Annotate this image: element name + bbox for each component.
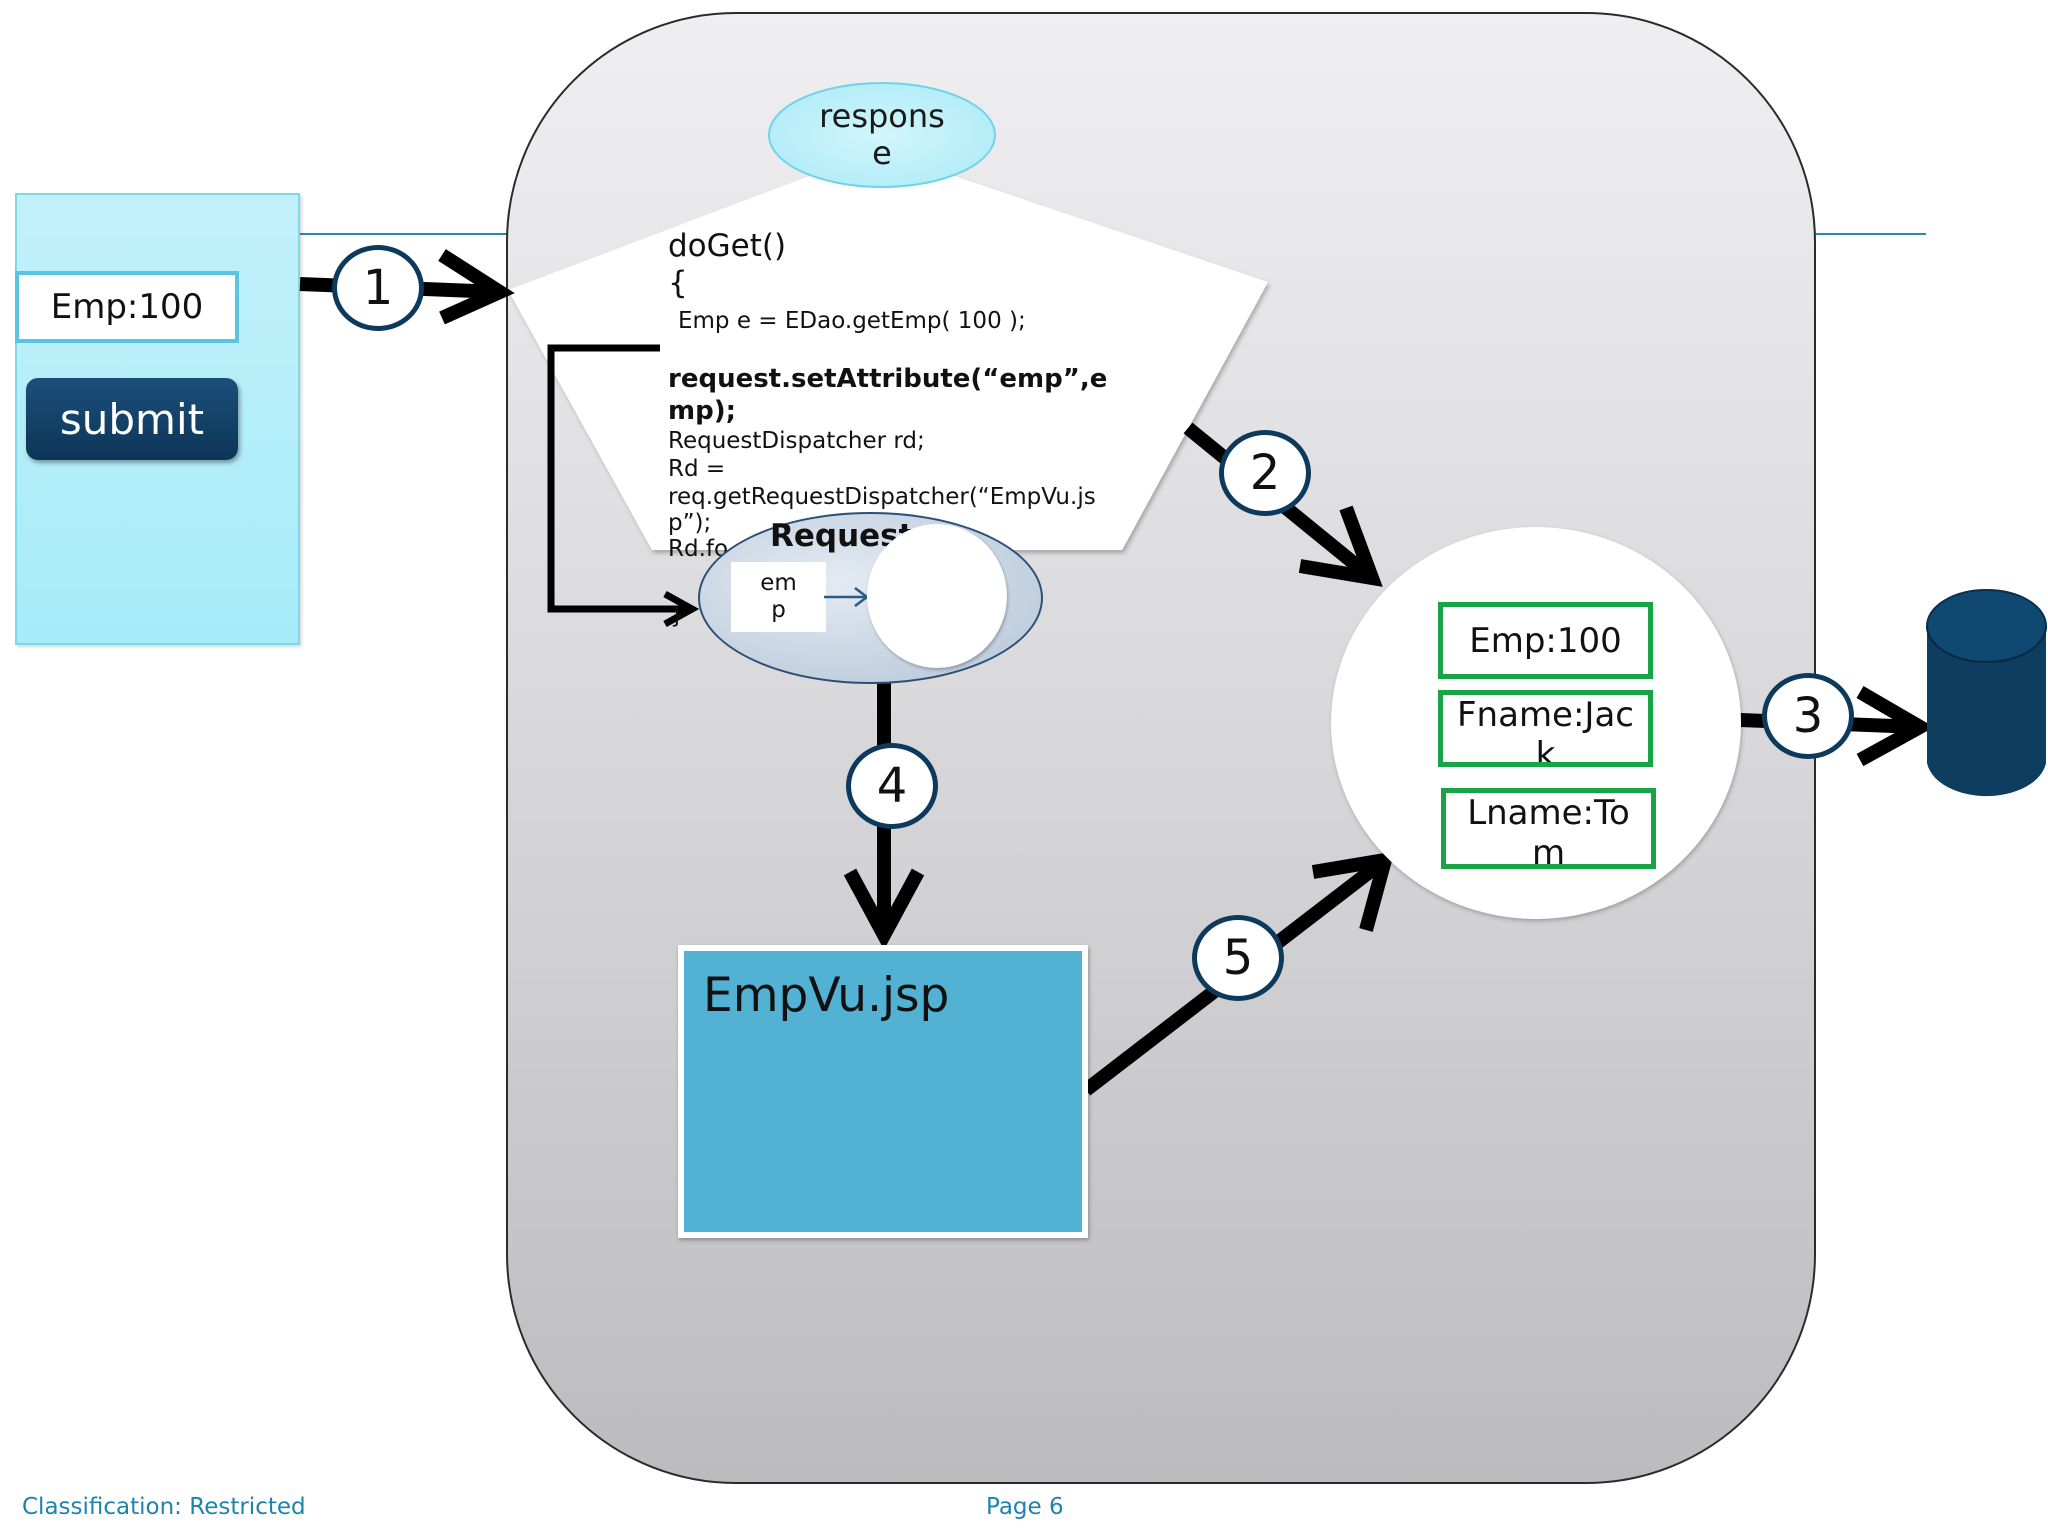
step-1-marker: 1 <box>332 245 424 331</box>
code-line-dispatcher-decl: RequestDispatcher rd; <box>668 428 925 454</box>
code-line-setattribute: request.setAttribute(“emp”,e <box>668 364 1108 394</box>
classification-footer: Classification: Restricted <box>22 1494 306 1520</box>
emp-input-field[interactable]: Emp:100 <box>15 271 239 343</box>
code-line-close: } <box>670 604 684 629</box>
fname-field: Fname:Jack <box>1438 690 1653 767</box>
page-number: Page 6 <box>986 1494 1064 1520</box>
emp-attribute-box: emp <box>731 562 826 632</box>
step-5-marker: 5 <box>1192 915 1284 1001</box>
code-line-getemp: Emp e = EDao.getEmp( 100 ); <box>678 308 1026 334</box>
database-icon <box>1926 589 2047 797</box>
response-label: response <box>819 97 945 172</box>
set-attribute-arrow <box>547 344 700 628</box>
code-line-setattribute-cont: mp); <box>668 396 736 426</box>
emp-attribute-label: emp <box>760 570 797 623</box>
step-4-marker: 4 <box>846 743 938 829</box>
submit-button[interactable]: submit <box>26 378 238 460</box>
code-line-doget: doGet() <box>668 228 787 264</box>
step-3-marker: 3 <box>1762 673 1854 759</box>
code-line-brace: { <box>668 265 688 301</box>
servlet-pentagon <box>508 150 1268 550</box>
lname-field: Lname:Tom <box>1441 788 1656 869</box>
response-object: response <box>768 82 996 188</box>
reference-circle <box>867 524 1007 668</box>
emp-id-field: Emp:100 <box>1438 602 1653 679</box>
step-2-marker: 2 <box>1219 430 1311 516</box>
empvu-jsp-label: EmpVu.jsp <box>703 968 950 1023</box>
code-line-getdispatcher: req.getRequestDispatcher(“EmpVu.js <box>668 484 1096 510</box>
empvu-jsp-view <box>678 945 1088 1238</box>
code-line-getdispatcher-cont: p”); <box>668 510 712 536</box>
code-line-rd-assign: Rd = <box>668 456 726 482</box>
attribute-reference-arrow <box>824 587 870 607</box>
